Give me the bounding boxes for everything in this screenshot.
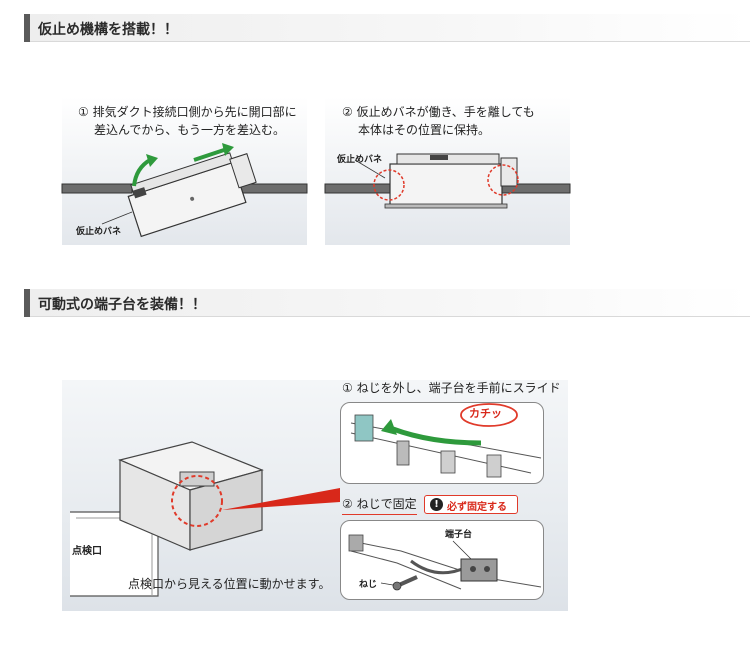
inspection-label: 点検口 xyxy=(72,546,102,557)
header-accent-bar xyxy=(24,289,30,317)
section-header-temporary-fix: 仮止め機構を搭載！！ xyxy=(24,14,750,42)
click-bubble xyxy=(460,403,518,427)
fan-body-top xyxy=(130,152,234,196)
spring-highlight-right xyxy=(487,164,519,196)
terminal-block-new xyxy=(440,450,456,474)
screw-label: ねじ xyxy=(359,580,378,590)
terminal-block-label: 端子台 xyxy=(445,530,473,540)
ceiling-board-left xyxy=(61,183,133,194)
step1-caption-line1: ① 排気ダクト接続口側から先に開口部に xyxy=(78,105,297,119)
terminal-highlight xyxy=(171,475,223,527)
header-accent-bar xyxy=(24,14,30,42)
ceiling-board-left xyxy=(324,183,396,194)
bottom-flange xyxy=(384,203,508,209)
terminal-step2-caption: ② ねじで固定 xyxy=(342,496,417,515)
fan-unit-illustration xyxy=(70,441,340,597)
step2-held-illustration xyxy=(324,153,571,209)
terminal-step1-caption: ① ねじを外し、端子台を手前にスライド xyxy=(342,381,561,395)
step1-insertion-illustration xyxy=(61,143,308,238)
green-arrow-right-icon xyxy=(193,148,225,162)
duct-port xyxy=(500,157,518,187)
step1-caption-line2: 差込んでから、もう一方を差込む。 xyxy=(94,123,286,137)
screw-icon xyxy=(398,575,418,587)
fan-body xyxy=(389,163,503,207)
terminal-fix-detail: 端子台 ねじ xyxy=(340,520,544,600)
terminal-block xyxy=(460,558,498,582)
duct-port xyxy=(229,153,257,189)
section-title: 仮止め機構を搭載！！ xyxy=(38,22,178,38)
spring-clip xyxy=(132,187,147,199)
spring-highlight-left xyxy=(373,169,405,201)
wire xyxy=(410,559,468,575)
terminal-cover xyxy=(179,471,215,487)
terminal-block-old xyxy=(354,414,374,442)
slide-detail-drawing xyxy=(350,403,542,478)
movable-caption: 点検口から見える位置に動かせます。 xyxy=(128,577,331,591)
slide-arrow-icon xyxy=(392,426,482,446)
exclamation-icon: ! xyxy=(430,498,443,511)
fix-detail-drawing xyxy=(348,534,542,591)
fan-body-side xyxy=(189,469,263,551)
green-arrow-up-icon xyxy=(132,158,152,187)
step2-caption-line2: 本体はその位置に保持。 xyxy=(358,123,491,137)
step2-spring-label: 仮止めバネ xyxy=(337,155,383,165)
zoom-beam xyxy=(222,488,340,510)
step2-caption-line1: ② 仮止めバネが働き、手を離しても xyxy=(342,105,535,119)
must-fix-badge: ! 必ず固定する xyxy=(424,495,518,514)
spring-clip xyxy=(430,155,448,160)
step1-spring-label: 仮止めバネ xyxy=(76,227,122,237)
section-title: 可動式の端子台を装備！！ xyxy=(38,297,206,313)
terminal-slide-detail: カチッ xyxy=(340,402,544,484)
must-fix-text: 必ず固定する xyxy=(447,502,507,513)
click-sound-text: カチッ xyxy=(469,407,502,420)
section-header-movable-terminal: 可動式の端子台を装備！！ xyxy=(24,289,750,317)
